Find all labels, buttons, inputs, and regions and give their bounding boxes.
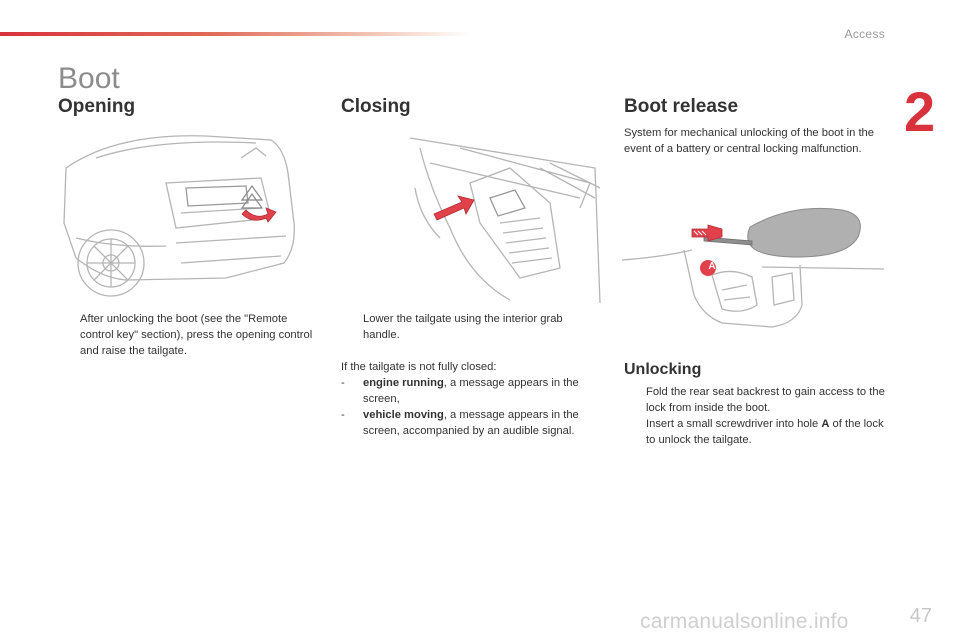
instruction-text: of the lock to unlock the tailgate. [646, 418, 884, 446]
closing-heading: Closing [341, 96, 411, 117]
closing-warning-intro: If the tailgate is not fully closed: [341, 361, 497, 373]
instruction-text: Fold the rear seat backrest to gain acce… [646, 386, 885, 414]
closing-section: Closing [341, 96, 601, 118]
dash-marker: - [341, 409, 345, 421]
closing-bullet: Lower the tailgate using the interior gr… [341, 311, 599, 343]
page-title: Boot [58, 62, 120, 95]
opening-section: Opening [58, 96, 318, 118]
closing-item-text: , a message appears in the screen, [363, 377, 579, 405]
opening-bullet: After unlocking the boot (see the "Remot… [58, 311, 316, 359]
closing-item-label: engine running [363, 377, 444, 389]
boot-release-illustration [622, 207, 885, 328]
unlocking-bullet-fold: Fold the rear seat backrest to gain acce… [624, 384, 886, 416]
unlocking-bullet-screwdriver: Insert a small screwdriver into hole A o… [624, 416, 886, 448]
opening-heading: Opening [58, 96, 136, 117]
hole-a-label: A [708, 261, 716, 272]
closing-warning: If the tailgate is not fully closed: - e… [341, 359, 599, 439]
closing-item-label: vehicle moving [363, 409, 444, 421]
dash-marker: - [341, 377, 345, 389]
hole-reference: A [821, 418, 830, 430]
hole-a-marker [700, 260, 716, 276]
boot-release-description: System for mechanical unlocking of the b… [624, 127, 874, 155]
section-label: Access [844, 27, 885, 41]
closing-illustration [409, 137, 601, 303]
closing-item-text: , a message appears in the screen, accom… [363, 409, 579, 437]
closing-item-vehicle-moving: - vehicle moving, a message appears in t… [341, 407, 599, 439]
boot-release-heading: Boot release [624, 96, 739, 117]
chapter-number: 2 [904, 80, 936, 143]
boot-release-section: Boot release [624, 96, 884, 118]
instruction-text: Insert a small screwdriver into hole [646, 418, 822, 430]
page-number: 47 [909, 605, 932, 627]
unlocking-instruction: Fold the rear seat backrest to gain acce… [624, 384, 886, 416]
opening-instruction: After unlocking the boot (see the "Remot… [80, 313, 313, 357]
unlocking-section: Unlocking [624, 361, 884, 379]
closing-instruction: Lower the tailgate using the interior gr… [363, 313, 563, 341]
watermark: carmanualsonline.info [640, 610, 849, 633]
unlocking-instruction: Insert a small screwdriver into hole A o… [624, 416, 886, 448]
header-accent-bar [0, 32, 470, 36]
opening-illustration [63, 135, 295, 297]
closing-item-engine-running: - engine running, a message appears in t… [341, 375, 599, 407]
unlocking-heading: Unlocking [624, 361, 702, 378]
